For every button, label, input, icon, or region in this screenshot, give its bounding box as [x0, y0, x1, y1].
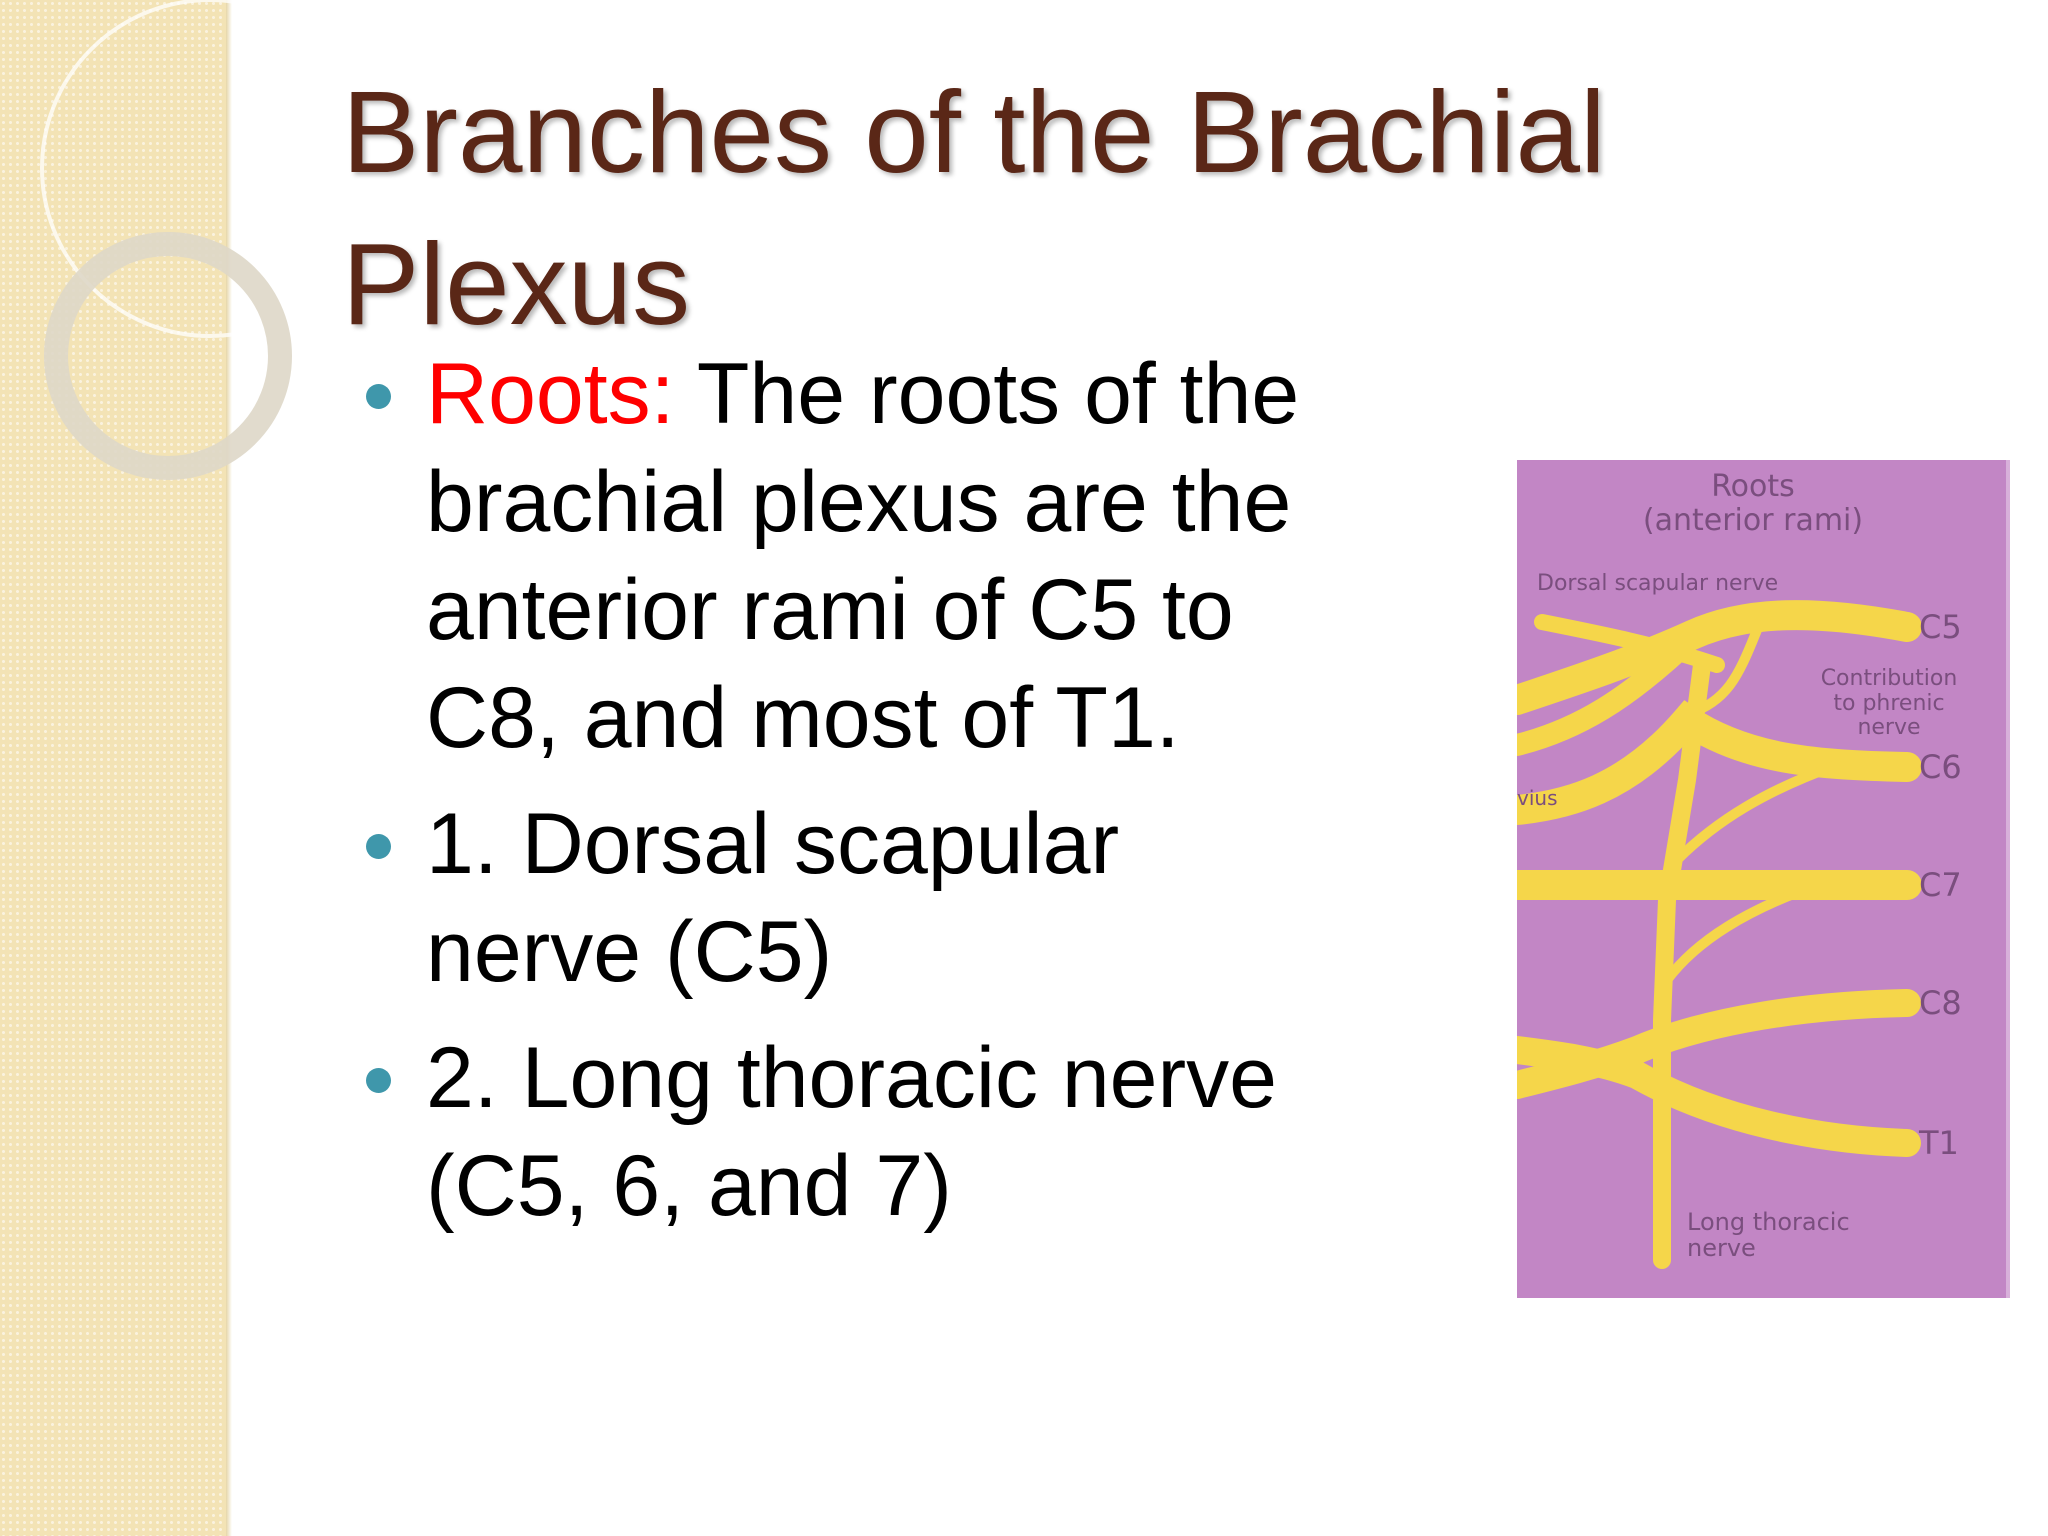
- bullet-dorsal-scapular: 1. Dorsal scapular nerve (C5): [358, 790, 1418, 1006]
- phrenic-label-line-1: Contribution: [1821, 666, 1958, 691]
- bullet-roots: Roots: The roots of the brachial plexus …: [358, 340, 1418, 772]
- bullet-thoracic-line-2: (C5, 6, and 7): [426, 1138, 952, 1234]
- bullet-roots-line-1: Roots: The roots of the: [426, 340, 1418, 448]
- root-label-c5: C5: [1919, 608, 1962, 646]
- dorsal-scapular-nerve: [1534, 614, 1725, 673]
- decorative-ring-large: [40, 0, 330, 338]
- root-label-c6: C6: [1919, 748, 1962, 786]
- long-thoracic-label-line-1: Long thoracic: [1687, 1208, 1850, 1236]
- root-label-c8: C8: [1919, 984, 1962, 1022]
- bullet-thoracic-line-1: 2. Long thoracic nerve: [426, 1030, 1277, 1126]
- long-thoracic-label-line-2: nerve: [1687, 1234, 1756, 1262]
- bullet-long-thoracic: 2. Long thoracic nerve (C5, 6, and 7): [358, 1024, 1418, 1240]
- slide-title-line-2: Plexus: [342, 219, 691, 349]
- phrenic-label-line-3: nerve: [1857, 715, 1920, 740]
- root-label-c7: C7: [1919, 866, 1962, 904]
- c6-to-thoracic: [1672, 760, 1842, 865]
- c7-to-thoracic: [1662, 880, 1822, 985]
- t1-root: [1517, 1036, 1921, 1157]
- partial-label: vius: [1517, 786, 1558, 810]
- c8-root: [1517, 989, 1921, 1099]
- bullet-dot-icon: [366, 384, 391, 409]
- bullet-roots-line-3: anterior rami of C5 to: [426, 562, 1234, 658]
- side-band-edge: [226, 0, 232, 1536]
- roots-label: Roots:: [426, 346, 675, 442]
- diagram-header-anterior-rami: (anterior rami): [1643, 503, 1863, 538]
- bullet-dot-icon: [366, 1068, 391, 1093]
- brachial-plexus-diagram: Roots (anterior rami) Dorsal scapular ne…: [1517, 460, 2010, 1298]
- bullet-dorsal-line-1: 1. Dorsal scapular: [426, 796, 1120, 892]
- c5-branch: [1517, 627, 1703, 756]
- decorative-rings: [40, 0, 330, 480]
- slide-title-line-1: Branches of the Brachial: [342, 67, 1606, 197]
- bullet-dorsal-line-2: nerve (C5): [426, 904, 833, 1000]
- dorsal-scapular-label: Dorsal scapular nerve: [1537, 571, 1778, 596]
- decorative-ring-small: [44, 232, 292, 480]
- bullet-roots-line-4: C8, and most of T1.: [426, 670, 1180, 766]
- nerve-paths: [1517, 600, 1922, 1269]
- diagram-labels: Roots (anterior rami) Dorsal scapular ne…: [1517, 469, 1962, 1262]
- diagram-graphic: Roots (anterior rami) Dorsal scapular ne…: [1517, 469, 1962, 1269]
- bullet-list: Roots: The roots of the brachial plexus …: [358, 340, 1418, 1258]
- diagram-header-roots: Roots: [1711, 469, 1795, 504]
- slide-title: Branches of the Brachial Plexus: [342, 56, 1842, 360]
- bullet-roots-line-2: brachial plexus are the: [426, 454, 1292, 550]
- phrenic-label-line-2: to phrenic: [1833, 691, 1944, 716]
- bullet-dot-icon: [366, 834, 391, 859]
- root-label-t1: T1: [1918, 1124, 1959, 1162]
- roots-first-line-text: The roots of the: [674, 346, 1300, 442]
